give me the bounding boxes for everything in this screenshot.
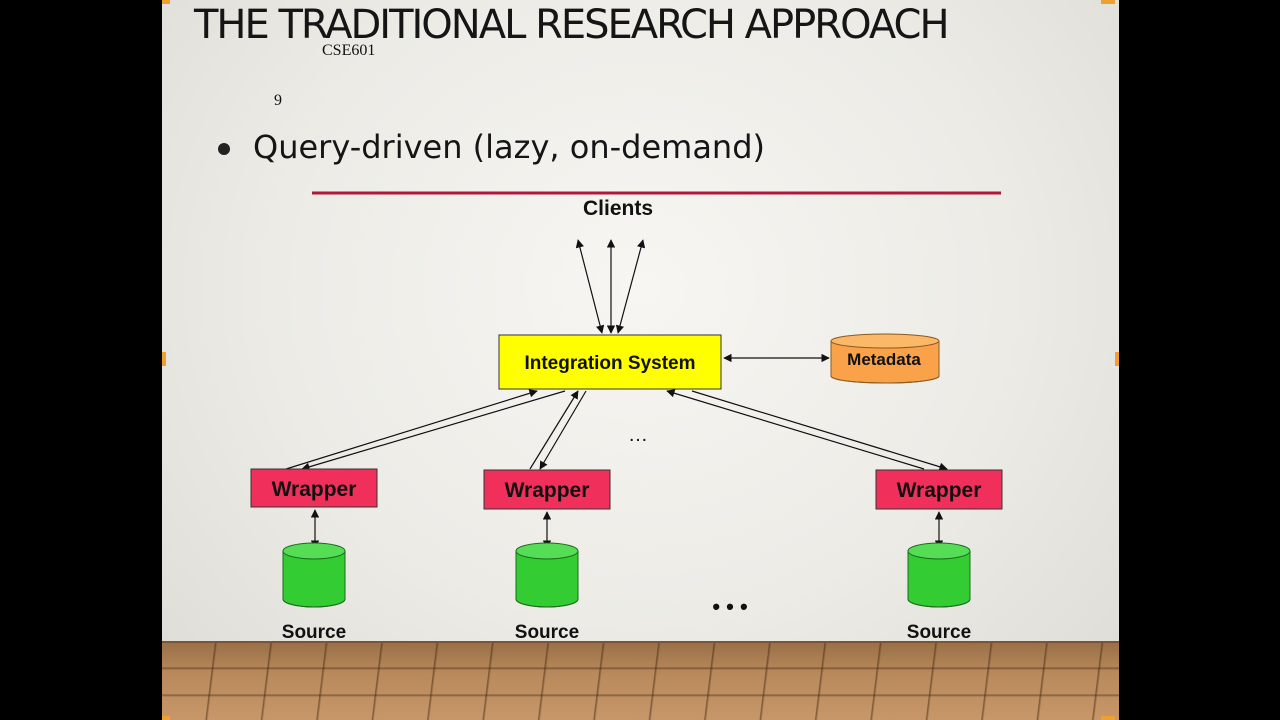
wrapper-box xyxy=(875,469,1003,510)
course-code: CSE601 xyxy=(322,42,376,59)
selection-handle[interactable] xyxy=(1101,716,1115,720)
selection-handle[interactable] xyxy=(162,716,170,720)
wooden-floor-decoration xyxy=(162,641,1119,720)
wrapper-box xyxy=(250,468,378,508)
database-cylinder-icon xyxy=(515,542,579,608)
wrapper-arrows xyxy=(285,389,948,471)
metadata-cylinder-icon xyxy=(830,333,940,384)
source-label: Source xyxy=(515,622,579,643)
metadata-label: Metadata xyxy=(847,350,921,369)
source-label: Source xyxy=(907,622,971,643)
page-number: 9 xyxy=(274,92,282,109)
wrapper-label: Wrapper xyxy=(897,479,982,502)
wrapper-label: Wrapper xyxy=(505,479,590,502)
selection-handle[interactable] xyxy=(162,0,170,4)
clients-label: Clients xyxy=(583,197,653,220)
wrapper-label: Wrapper xyxy=(272,478,357,501)
database-cylinder-icon xyxy=(907,542,971,608)
integration-diagram: Clients Integration System Metadata xyxy=(250,191,1003,643)
source-arrows xyxy=(310,509,944,549)
slide: THE TRADITIONAL RESEARCH APPROACH CSE601… xyxy=(162,0,1119,720)
selection-handle[interactable] xyxy=(162,352,166,366)
bullet-text: Query-driven (lazy, on-demand) xyxy=(253,128,765,166)
wrapper-box xyxy=(483,469,611,510)
slide-title: THE TRADITIONAL RESEARCH APPROACH xyxy=(194,2,950,48)
source-label: Source xyxy=(282,622,346,643)
integration-system-label: Integration System xyxy=(524,353,695,374)
database-cylinder-icon xyxy=(282,542,346,608)
selection-handle[interactable] xyxy=(1115,352,1119,366)
integration-system-box xyxy=(498,334,722,390)
selection-handle[interactable] xyxy=(1101,0,1115,4)
bottom-ellipsis: • • • xyxy=(712,594,747,619)
client-arrows xyxy=(575,239,646,334)
bullet-icon xyxy=(218,143,230,155)
middle-ellipsis: … xyxy=(628,424,648,446)
